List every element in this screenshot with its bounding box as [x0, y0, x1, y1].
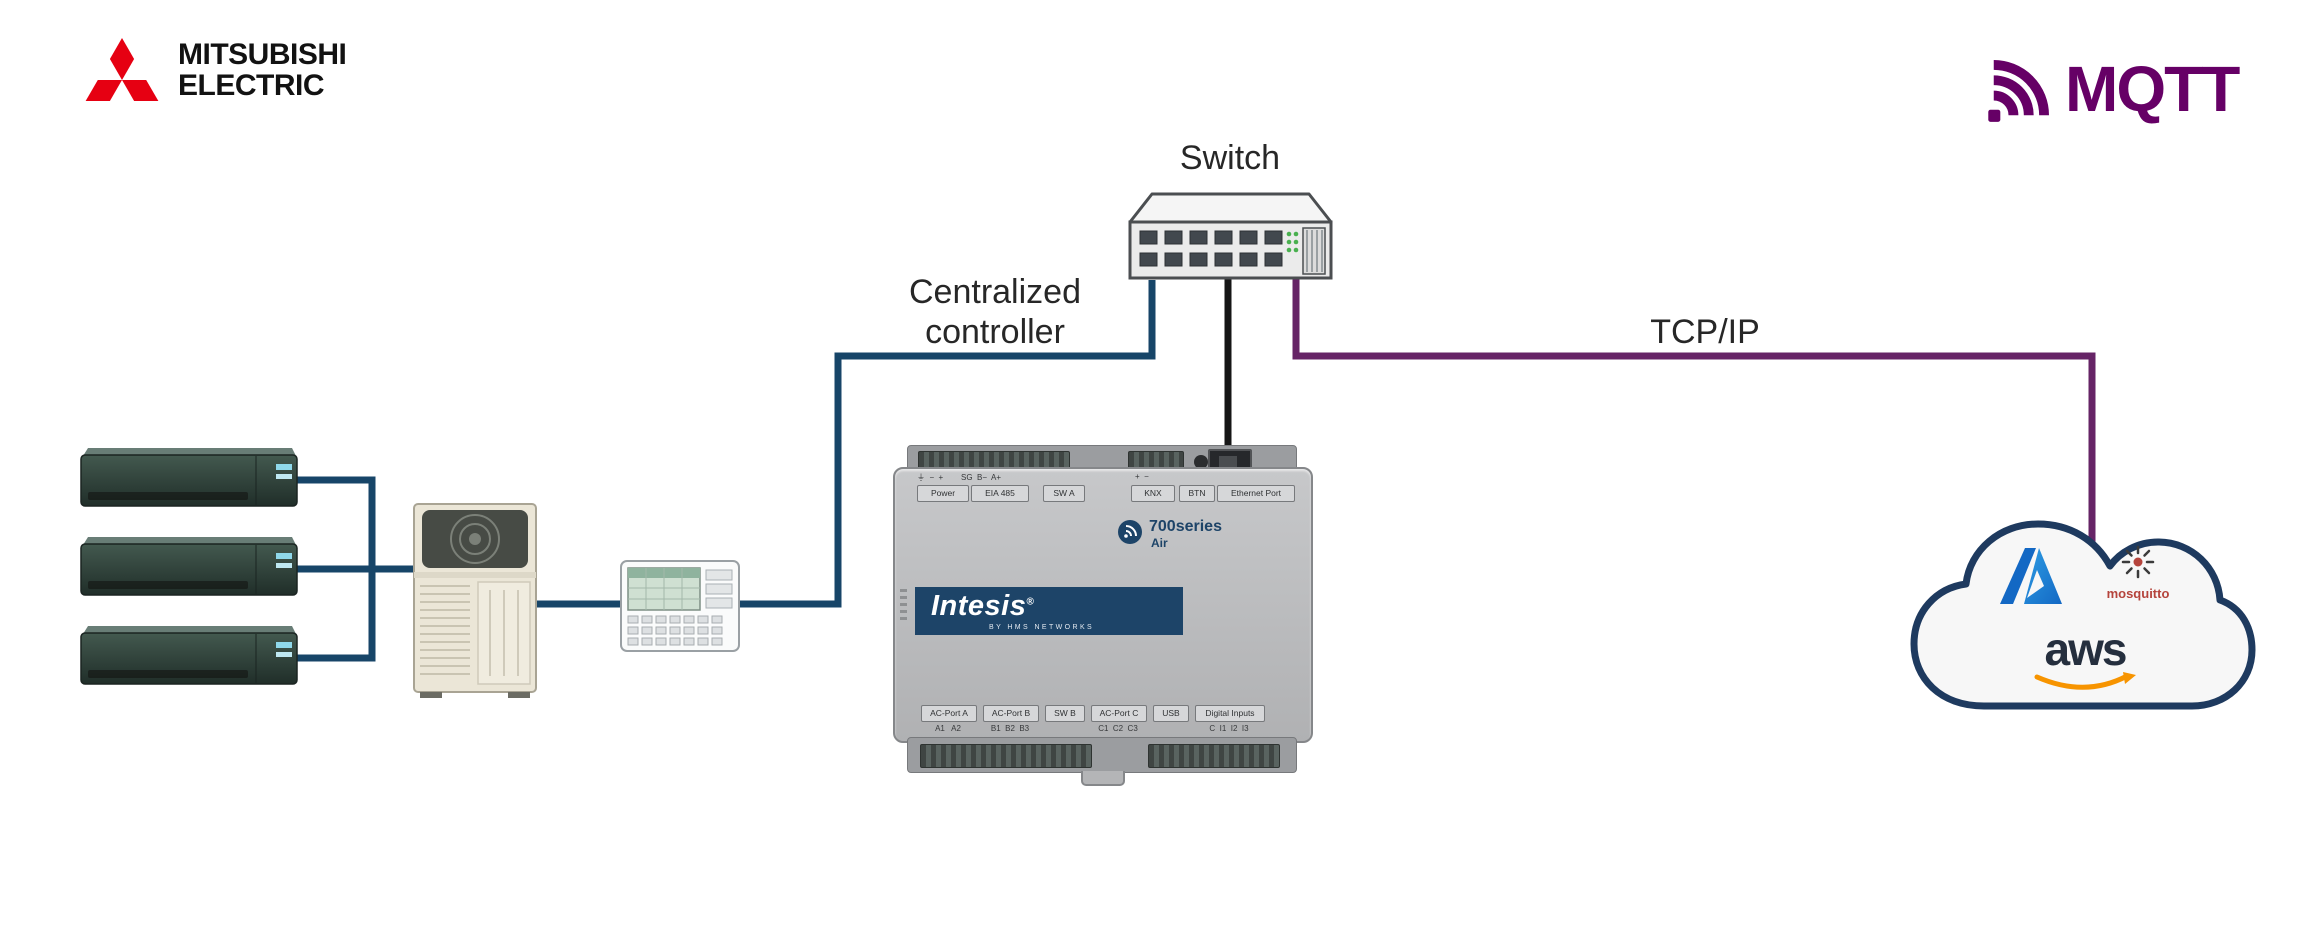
mitsubishi-wordmark-line1: MITSUBISHI	[178, 37, 347, 71]
outdoor-unit-illustration	[413, 503, 537, 698]
network-switch-illustration	[1128, 192, 1333, 280]
port-label-btn: BTN	[1179, 485, 1215, 502]
mosquitto-icon	[2121, 545, 2155, 579]
mitsubishi-wordmark-line2: ELECTRIC	[178, 68, 325, 102]
mqtt-signal-icon	[1988, 60, 2049, 122]
700series-air-logo: 700series Air	[1117, 519, 1222, 549]
digital-input-terminals	[1148, 744, 1280, 768]
switch-leds	[1286, 231, 1299, 253]
top-terminal-markings-left: ⏚ − + SG B− A+	[917, 473, 1002, 482]
mitsubishi-electric-logo: MITSUBISHI ELECTRIC	[80, 37, 347, 102]
mitsubishi-wordmark: MITSUBISHI ELECTRIC	[178, 37, 347, 102]
gateway-body: ⏚ − + SG B− A+ + − Power EIA 485 SW A KN…	[893, 467, 1313, 743]
indoor-unit-illustration	[80, 626, 298, 685]
centralized-controller-device	[620, 560, 740, 652]
indoor-unit-illustration	[80, 537, 298, 596]
intesis-gateway: ⏚ − + SG B− A+ + − Power EIA 485 SW A KN…	[893, 443, 1313, 787]
azure-logo	[2000, 546, 2062, 606]
indoor-ac-unit-1	[80, 448, 298, 512]
port-label-digital-inputs: Digital Inputs	[1195, 705, 1265, 722]
cloud-services: mosquitto aws	[1900, 488, 2260, 748]
centralized-controller-label-line1: Centralized	[909, 273, 1081, 311]
aws-wordmark: aws	[2044, 623, 2128, 675]
mosquitto-wordmark: mosquitto	[2106, 586, 2170, 601]
tcpip-label: TCP/IP	[1650, 313, 1760, 351]
mqtt-wordmark: MQTT	[2065, 53, 2240, 125]
indoor-ac-unit-3	[80, 626, 298, 690]
port-label-ac-port-b: AC-Port B	[983, 705, 1039, 722]
port-label-ac-port-c: AC-Port C	[1091, 705, 1147, 722]
network-switch	[1128, 190, 1333, 285]
intesis-brand-band: Intesis® BY HMS NETWORKS	[915, 587, 1183, 635]
controller-to-switch-line	[730, 280, 1156, 608]
hms-networks-byline: BY HMS NETWORKS	[989, 623, 1095, 631]
700series-icon	[1118, 520, 1142, 544]
port-label-ethernet: Ethernet Port	[1217, 485, 1295, 502]
mitsubishi-diamonds-icon	[85, 38, 159, 101]
azure-icon	[2000, 548, 2062, 604]
indoor-ac-unit-2	[80, 537, 298, 601]
btn-button	[1194, 455, 1208, 469]
port-label-eia485: EIA 485	[971, 485, 1029, 502]
series-name: 700series	[1149, 518, 1222, 535]
registered-mark: ®	[1026, 595, 1035, 607]
ac-port-terminals	[920, 744, 1092, 768]
cloud-outline	[1910, 520, 2256, 710]
port-label-knx: KNX	[1131, 485, 1175, 502]
indoor-unit-illustration	[80, 448, 298, 507]
controller-illustration	[620, 560, 740, 652]
ac-port-c-terminal-markings: C1 C2 C3	[1098, 724, 1138, 733]
port-label-ac-port-a: AC-Port A	[921, 705, 977, 722]
centralized-controller-label-line2: controller	[925, 313, 1065, 351]
port-label-power: Power	[917, 485, 969, 502]
aws-logo: aws	[2030, 626, 2140, 699]
outdoor-ac-unit	[412, 500, 538, 700]
ac-port-a-terminal-markings: A1 A2	[935, 724, 961, 733]
port-label-sw-a: SW A	[1043, 485, 1085, 502]
port-label-usb: USB	[1153, 705, 1189, 722]
top-terminal-markings-right: + −	[1135, 472, 1149, 481]
gateway-bottom-terminal-strip	[907, 737, 1297, 773]
din-rail-clip	[1081, 771, 1125, 786]
ac-port-b-terminal-markings: B1 B2 B3	[990, 724, 1030, 733]
series-sub: Air	[1151, 536, 1168, 550]
gateway-vent	[900, 589, 907, 623]
mosquitto-logo: mosquitto	[2092, 544, 2184, 601]
centralized-controller-label: Centralized controller	[880, 272, 1110, 352]
digital-inputs-terminal-markings: C I1 I2 I3	[1209, 724, 1249, 733]
mqtt-logo: MQTT	[1985, 52, 2240, 126]
switch-label: Switch	[1179, 139, 1281, 177]
aws-smile-icon	[2034, 672, 2136, 690]
port-label-sw-b: SW B	[1045, 705, 1085, 722]
intesis-wordmark: Intesis®	[931, 589, 1035, 622]
switch-to-cloud-line	[1292, 278, 2096, 560]
